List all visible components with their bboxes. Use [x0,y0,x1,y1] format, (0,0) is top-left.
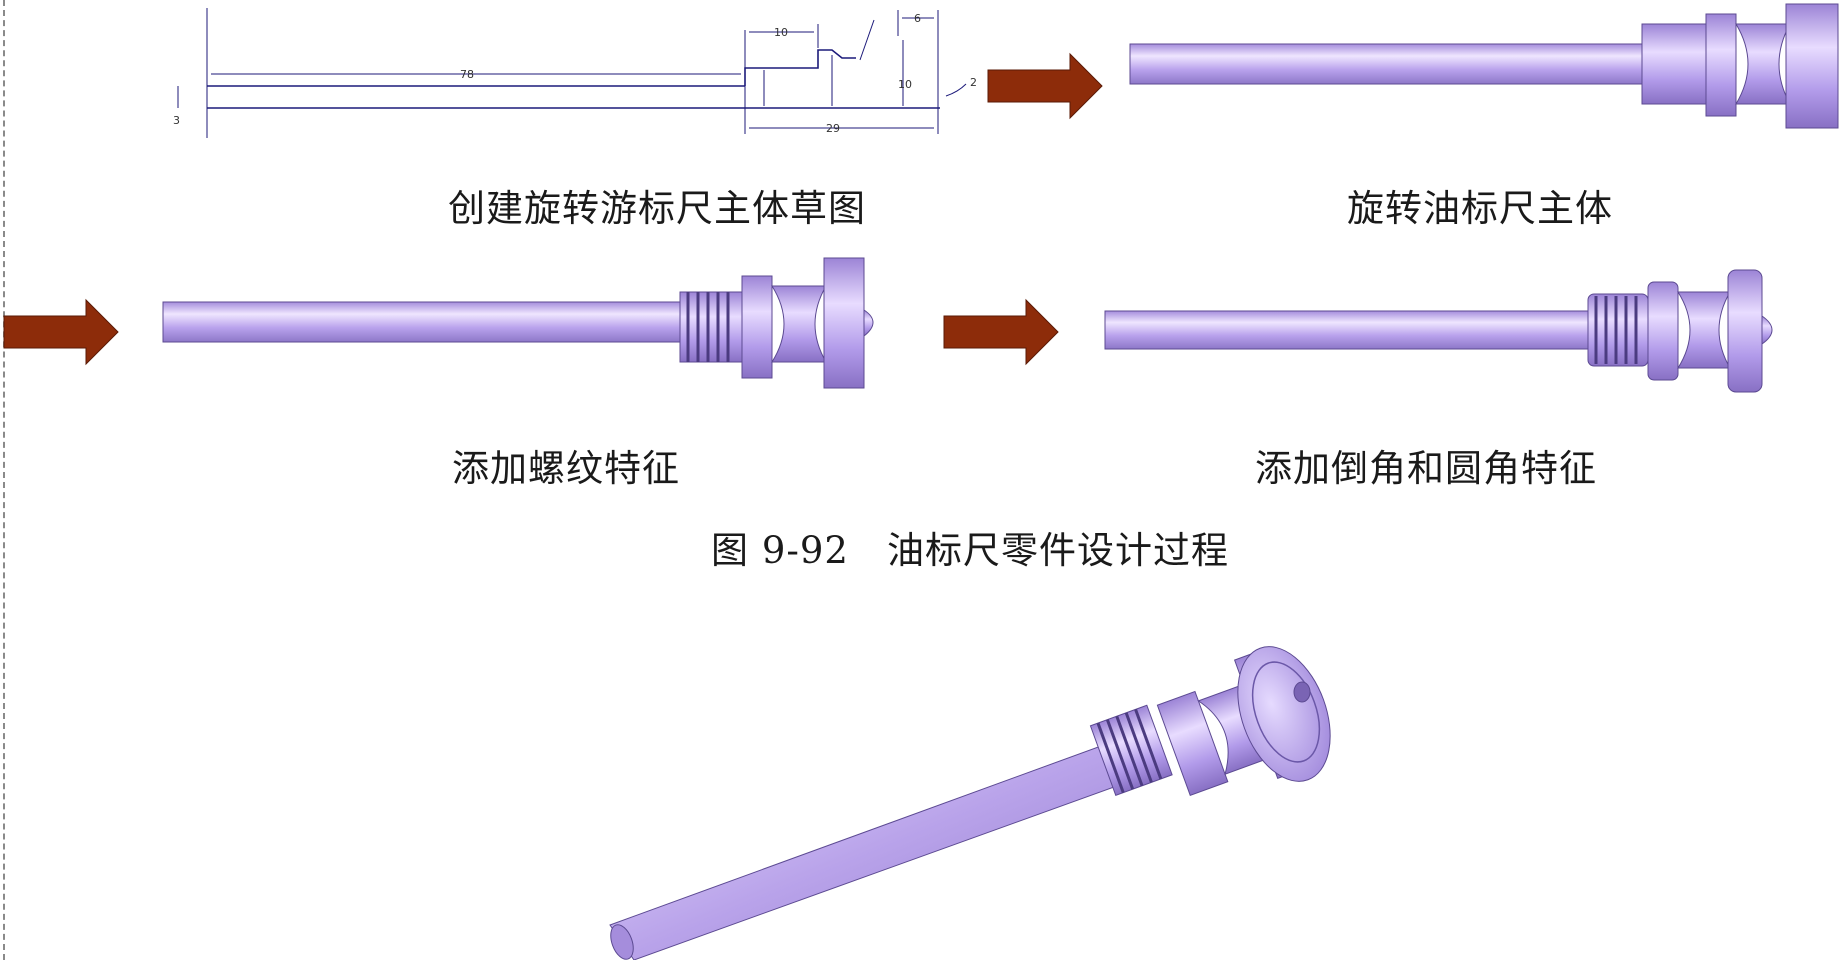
thread-feature [679,291,743,363]
final-dipstick-isometric [609,646,1331,960]
revolved-dipstick-body [1129,3,1839,129]
step-caption-revolve: 旋转油标尺主体 [1347,187,1613,230]
step-caption-chamfer-fillet: 添加倒角和圆角特征 [1255,447,1597,490]
step-caption-thread: 添加螺纹特征 [452,447,680,490]
dim-length: 78 [460,68,474,81]
dim-dia-10: 10 [898,78,912,91]
dim-step-6: 6 [914,12,921,25]
step-caption-sketch: 创建旋转游标尺主体草图 [448,187,866,230]
figure-title: 油标尺零件设计过程 [886,529,1229,572]
figure-number: 图 9-92 [711,529,849,572]
revolve-sketch [177,8,967,138]
sketch-dimension-labels: 78 10 6 29 10 3 2 [173,12,977,135]
dim-rod-3: 3 [173,114,180,127]
threaded-dipstick [162,257,874,389]
chamfered-dipstick [1104,269,1773,393]
arrow-right-icon [987,52,1103,120]
page-margin-dashed-line [3,0,5,960]
figure-caption: 图 9-92 油标尺零件设计过程 [711,520,1229,574]
arrow-right-icon [3,298,119,366]
arrow-right-icon [943,298,1059,366]
dim-step-10: 10 [774,26,788,39]
dim-total-29: 29 [826,122,840,135]
thread-feature [1089,704,1173,796]
thread-feature [1587,293,1649,367]
dim-chamfer-2: 2 [970,76,977,89]
